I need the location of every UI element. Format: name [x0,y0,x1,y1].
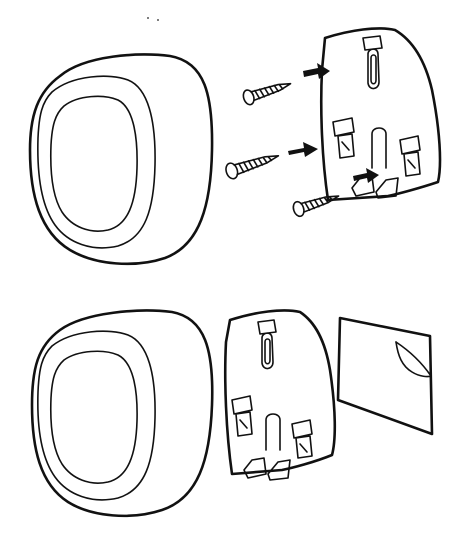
panel-screw-mount [28,27,442,266]
screw-icon [225,82,340,218]
adhesive-pad-icon [336,316,434,436]
panel-adhesive-mount [30,309,434,518]
round-sensor-icon [28,53,214,266]
wall-plate-icon-2 [223,309,337,481]
round-sensor-icon-2 [30,309,214,518]
speck-marks [147,17,159,21]
screw-bottom [292,195,340,218]
screw-middle [225,155,280,180]
screw-top [242,82,292,106]
wall-plate-icon [319,27,442,202]
arrow-top [303,63,330,79]
arrow-middle [288,142,318,157]
